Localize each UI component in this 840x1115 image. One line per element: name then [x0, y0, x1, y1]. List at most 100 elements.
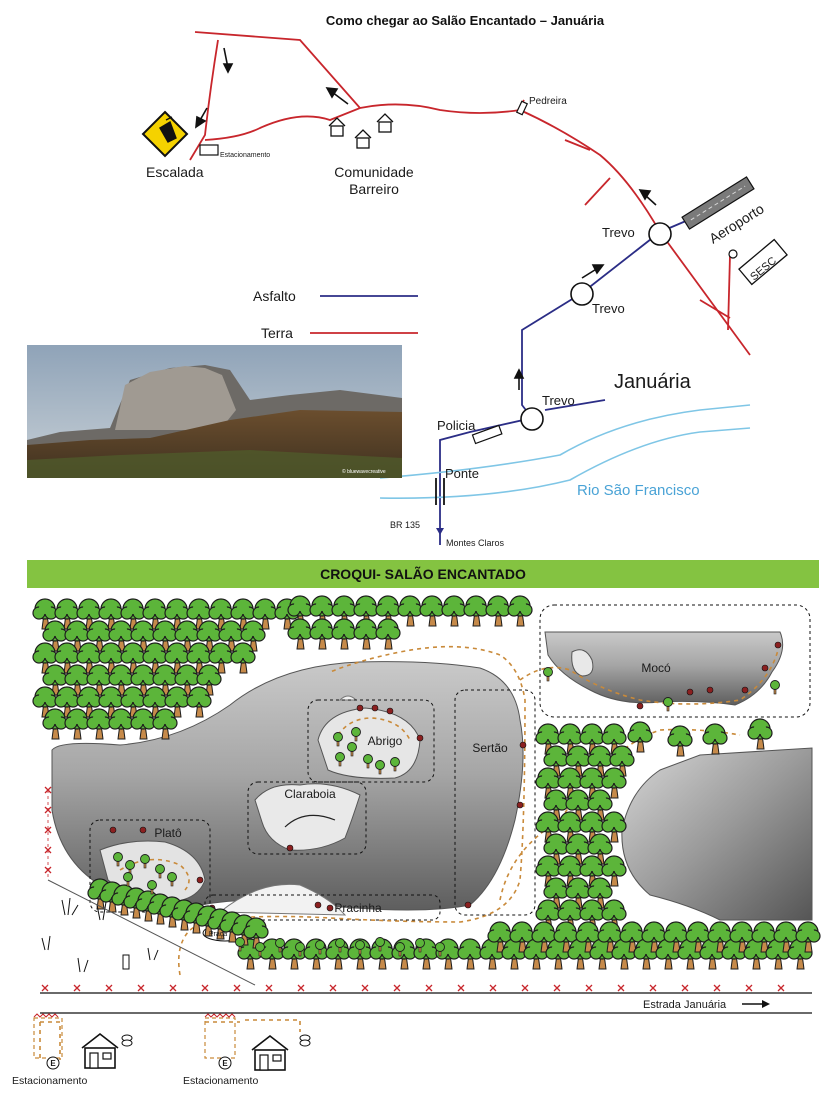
label-praca: Praça	[209, 931, 227, 938]
route-points	[109, 641, 782, 912]
right-rock	[621, 747, 813, 921]
map-title: Como chegar ao Salão Encantado – Januári…	[326, 13, 605, 28]
label-pedreira: Pedreira	[529, 96, 567, 107]
label-estrada: Estrada Januária	[643, 999, 727, 1011]
moco-rock	[544, 631, 784, 706]
label-trevo-1: Trevo	[602, 225, 635, 240]
tree-icon	[287, 618, 313, 650]
fence-x-icon	[585, 984, 593, 992]
label-ponte: Ponte	[445, 466, 479, 481]
label-br135: BR 135	[390, 520, 420, 530]
parking-symbol-2: E	[222, 1059, 228, 1068]
parking-lot-2: E Estacionamento	[183, 1017, 311, 1087]
pedreira-icon	[515, 100, 529, 116]
rock-photo: © bluewavecreative	[27, 345, 402, 478]
legend-terra: Terra	[261, 325, 293, 341]
tree-icon	[309, 618, 335, 650]
tree-icon	[397, 595, 423, 627]
tree-icon	[86, 708, 112, 740]
claraboia-skylight	[254, 783, 361, 851]
fence-x-icon	[713, 984, 721, 992]
fence-x-icon	[745, 984, 753, 992]
aeroporto-runway-icon	[681, 176, 755, 230]
arrow-up-left-icon	[638, 189, 657, 206]
label-comunidade: Comunidade	[334, 164, 414, 180]
trevo-roundabout-1	[648, 222, 672, 246]
tree-icon	[463, 595, 489, 627]
fence-x-icon	[457, 984, 465, 992]
label-trevo-2: Trevo	[592, 301, 625, 316]
tree-icon	[108, 708, 134, 740]
sertao-area	[454, 689, 536, 916]
fence-x-icon	[137, 984, 145, 992]
policia-building-icon	[471, 424, 503, 445]
tree-icon	[702, 723, 728, 755]
dirt-road-north	[194, 31, 361, 109]
tree-icon	[42, 708, 68, 740]
climbing-sign-icon	[141, 110, 189, 158]
label-barreiro: Barreiro	[349, 181, 399, 197]
small-tree-icon	[770, 680, 780, 695]
label-estacionamento-top: Estacionamento	[220, 152, 270, 159]
croqui-title: CROQUI- SALÃO ENCANTADO	[320, 565, 526, 582]
label-claraboia: Claraboia	[284, 787, 336, 801]
fence-x-icon	[73, 984, 81, 992]
tree-icon	[507, 595, 533, 627]
fence-x-icon	[649, 984, 657, 992]
arrow-south-icon	[436, 528, 444, 535]
arrow-up-left-icon	[325, 87, 349, 105]
fence-x-icon	[425, 984, 433, 992]
label-estacionamento-2: Estacionamento	[183, 1075, 258, 1087]
fence-x-icon	[553, 984, 561, 992]
label-januaria: Januária	[614, 371, 692, 393]
fence-x-icon	[105, 984, 113, 992]
direction-arrows	[195, 47, 657, 390]
claraboia-area	[247, 781, 367, 855]
label-montes-claros: Montes Claros	[446, 538, 505, 548]
sesc-building-icon	[738, 238, 788, 286]
trevo-roundabout-2	[570, 282, 594, 306]
moco-area	[539, 604, 811, 718]
label-abrigo: Abrigo	[368, 734, 403, 748]
area-labels: Mocó Abrigo Sertão Claraboia Platô Praci…	[154, 661, 671, 938]
fence-x-icon	[393, 984, 401, 992]
sesc-road	[727, 254, 731, 331]
legend: Asfalto Terra	[253, 288, 418, 341]
fence-x-icon	[489, 984, 497, 992]
house-icon	[376, 113, 394, 133]
river	[379, 404, 751, 499]
tree-icon	[230, 642, 256, 674]
fence-x-icon	[521, 984, 529, 992]
tree-icon	[375, 618, 401, 650]
sesc-pin-icon	[728, 249, 738, 259]
tree-icon	[419, 595, 445, 627]
label-estacionamento-1: Estacionamento	[12, 1075, 87, 1087]
fence-x-icon	[44, 866, 52, 874]
fence-x-icon	[777, 984, 785, 992]
parking-symbol-1: E	[50, 1059, 56, 1068]
ponte-bridge	[435, 478, 445, 505]
tree-icon	[186, 686, 212, 718]
small-tree-icon	[543, 667, 553, 682]
tree-icon	[485, 595, 511, 627]
photo-credit: © bluewavecreative	[342, 468, 386, 475]
dirt-road-main	[204, 103, 661, 233]
small-tree-icon	[663, 697, 673, 712]
parking-icon	[199, 144, 219, 156]
label-escalada: Escalada	[146, 164, 204, 180]
label-rio-sao-francisco: Rio São Francisco	[577, 482, 700, 499]
arrow-right-icon	[742, 1000, 770, 1008]
fence-x-icon	[265, 984, 273, 992]
arrow-down-icon	[222, 47, 234, 74]
label-trevo-3: Trevo	[542, 393, 575, 408]
tree-icon	[747, 718, 773, 750]
estrada-road	[40, 992, 812, 1014]
fence-x-icon	[233, 984, 241, 992]
label-moco: Mocó	[641, 661, 671, 675]
tree-icon	[64, 708, 90, 740]
fence-x-icon	[361, 984, 369, 992]
tree-icon	[391, 938, 417, 970]
tree-icon	[627, 721, 653, 753]
fence-x-icon	[44, 806, 52, 814]
